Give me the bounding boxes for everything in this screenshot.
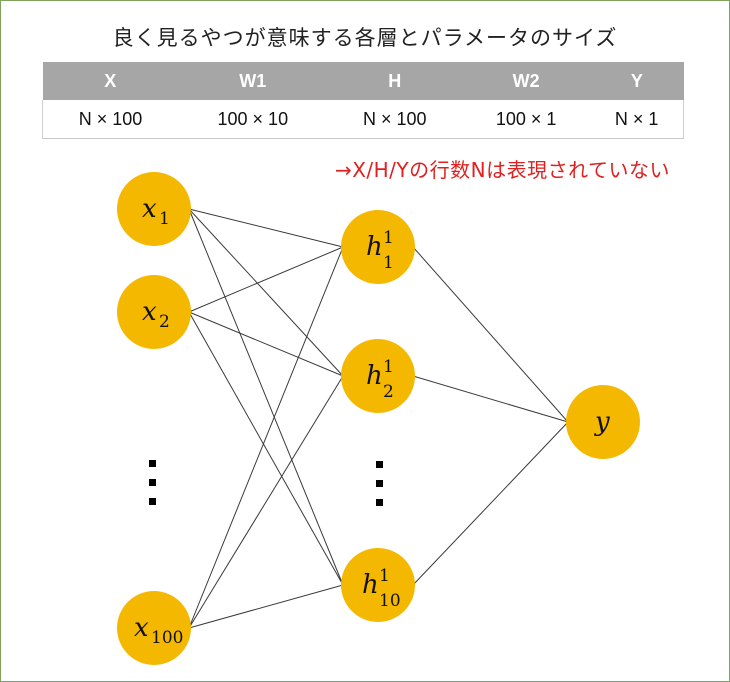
- input-node-2-circle: [117, 275, 191, 349]
- input-node-2-subscript: 2: [159, 312, 170, 332]
- figure-title: 良く見るやつが意味する各層とパラメータのサイズ: [112, 26, 618, 50]
- hidden-node-2-subscript: 2: [383, 382, 394, 402]
- header-h: H: [327, 62, 463, 100]
- header-w2: W2: [462, 62, 591, 100]
- hidden-node-2-superscript: 1: [383, 357, 394, 377]
- edge-input1-hidden0: [188, 246, 344, 313]
- cell-y-shape: N × 1: [590, 100, 685, 139]
- header-y: Y: [590, 62, 684, 100]
- output-node-circle: [566, 385, 640, 459]
- note-text: →X/H/Yの行数Nは表現されていない: [334, 158, 670, 182]
- hidden-node-1-subscript: 1: [383, 253, 394, 273]
- table-header-row: X W1 H W2 Y: [42, 62, 684, 100]
- edge-input2-hidden1: [188, 375, 344, 629]
- input-node-3-base: x: [134, 613, 149, 643]
- input-node-1-label: x: [142, 194, 157, 224]
- hidden-node-3-subscript: 10: [379, 591, 401, 611]
- edge-input0-hidden1: [188, 208, 344, 377]
- edge-input2-hidden2: [188, 584, 344, 629]
- hidden-node-3-superscript: 1: [379, 566, 390, 586]
- input-node-1-base: x: [142, 194, 157, 224]
- hidden-node-2-base: h: [366, 361, 383, 391]
- input-node-3-subscript: 100: [151, 628, 183, 648]
- edge-input1-hidden2: [188, 311, 344, 586]
- output-node: y: [566, 385, 640, 459]
- input-node-1-subscript: 1: [159, 209, 170, 229]
- edge-input1-hidden1: [188, 311, 344, 377]
- cell-w1-shape: 100 × 10: [178, 100, 328, 139]
- shape-table: X W1 H W2 Y N × 100 100 × 10 N × 100 100…: [42, 62, 685, 139]
- hidden-node-1-label: h: [366, 232, 383, 262]
- output-node-base: y: [594, 407, 610, 437]
- cell-x-shape: N × 100: [42, 100, 179, 139]
- hidden-node-2-circle: [341, 339, 415, 413]
- header-w1: W1: [178, 62, 328, 100]
- header-x: X: [42, 62, 179, 100]
- edge-input0-hidden2: [188, 208, 344, 586]
- hidden-node-1-circle: [341, 210, 415, 284]
- input-node-2-base: x: [142, 297, 157, 327]
- cell-h-shape: N × 100: [327, 100, 463, 139]
- input-ellipsis: [149, 460, 156, 505]
- input-node-3-label: x: [134, 613, 149, 643]
- input-node-2-label: x: [142, 297, 157, 327]
- hidden-node-1-superscript: 1: [383, 228, 394, 248]
- edge-input2-hidden0: [188, 246, 344, 629]
- hidden-ellipsis: [376, 461, 383, 506]
- input-node-3-circle: [117, 591, 191, 665]
- edge-hidden1-output: [412, 375, 569, 423]
- hidden-node-3-base: h: [362, 570, 379, 600]
- cell-w2-shape: 100 × 1: [462, 100, 591, 139]
- hidden-node-2-label: h: [366, 361, 383, 391]
- output-node-label: y: [594, 407, 610, 437]
- edges: [188, 208, 569, 629]
- edge-hidden2-output: [412, 421, 569, 586]
- input-node-1-circle: [117, 172, 191, 246]
- edge-hidden0-output: [412, 246, 569, 423]
- hidden-node-1-base: h: [366, 232, 383, 262]
- hidden-node-3-label: h: [362, 570, 379, 600]
- edge-input0-hidden0: [188, 208, 344, 248]
- hidden-node-3-circle: [341, 548, 415, 622]
- table-row: N × 100 100 × 10 N × 100 100 × 1 N × 1: [42, 100, 685, 139]
